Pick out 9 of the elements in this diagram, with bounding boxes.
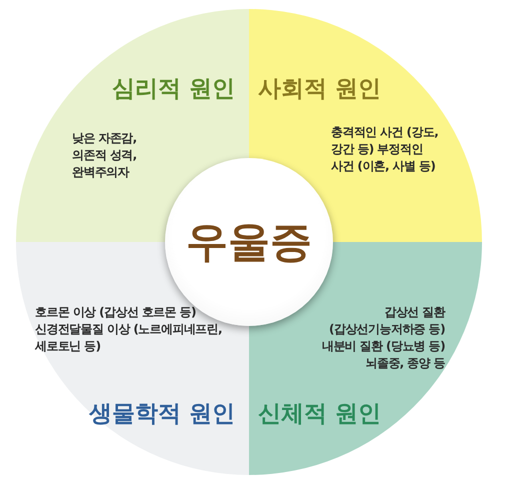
segment-heading: 심리적 원인 bbox=[112, 75, 235, 103]
cause-text: 갑상선 질환 (갑상선기능저하증 등) 내분비 질환 (당뇨병 등) 뇌졸중, 종양 등 bbox=[320, 304, 445, 372]
center-title: 우울증 bbox=[186, 216, 312, 268]
cause-text: 호르몬 이상 (갑상선 호르몬 등) 신경전달물질 이상 (노르에피네프린, 세로토닌 등) bbox=[35, 304, 223, 355]
segment-heading: 신체적 원인 bbox=[258, 400, 382, 428]
segment-heading: 사회적 원인 bbox=[258, 75, 382, 103]
cause-text: 충격적인 사건 (강도, 강간 등) 부정적인 사건 (이혼, 사별 등) bbox=[331, 124, 440, 175]
segment-heading: 생물학적 원인 bbox=[88, 400, 235, 428]
cause-text: 낮은 자존감, 의존적 성격, 완벽주의자 bbox=[72, 130, 138, 181]
